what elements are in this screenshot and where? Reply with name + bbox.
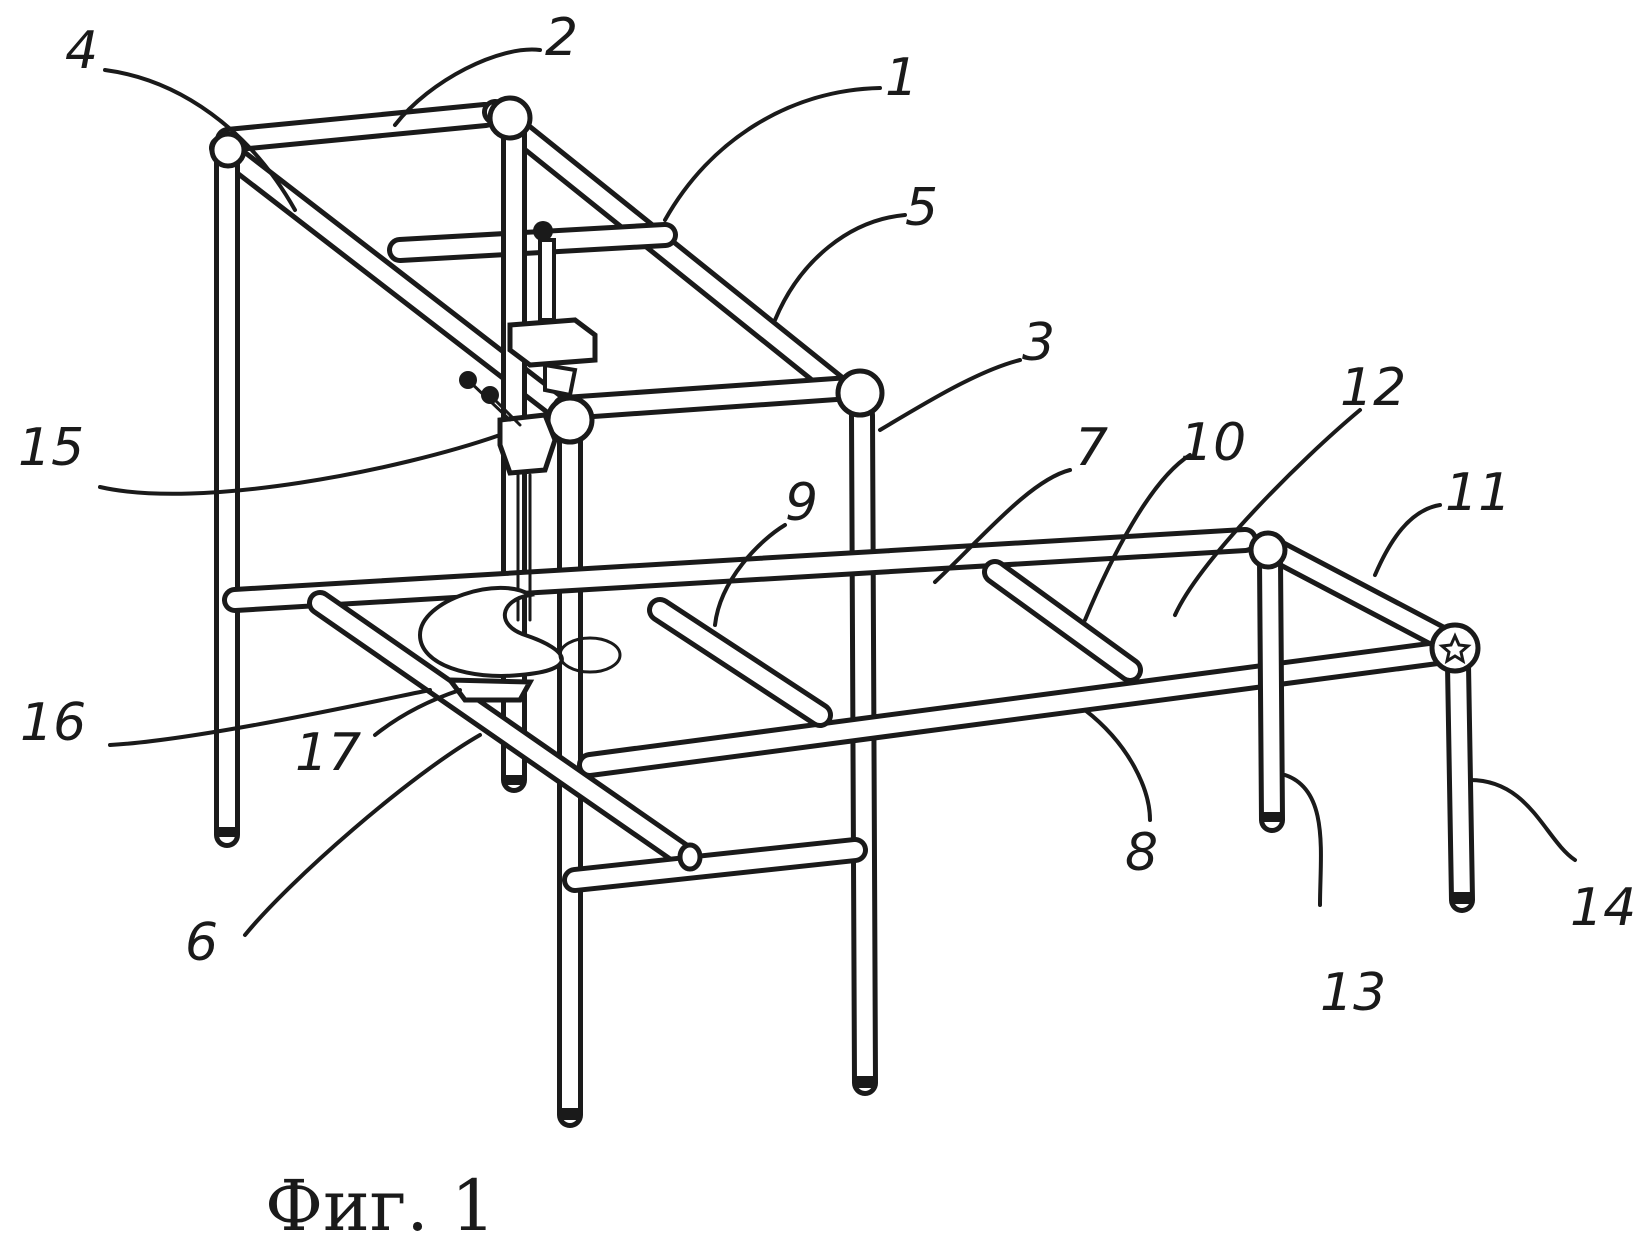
leg-14	[1458, 665, 1462, 900]
joint-top-back-right	[490, 98, 530, 138]
feet	[215, 775, 1474, 1120]
figure-caption: Фиг. 1	[265, 1165, 495, 1241]
label-12: 12	[1340, 358, 1406, 418]
frame-tubes	[222, 112, 1462, 1115]
label-16: 16	[20, 693, 86, 753]
tube-side-11	[1265, 545, 1455, 645]
label-10: 10	[1180, 413, 1246, 473]
label-17: 17	[295, 723, 361, 783]
label-14: 14	[1570, 878, 1636, 938]
arm-joint	[545, 365, 575, 395]
label-7: 7	[1075, 418, 1108, 478]
tube-cross-inner	[400, 235, 665, 250]
tube-lower-front-cross	[575, 850, 855, 880]
bowl-16	[420, 588, 562, 676]
leg-front-right-3	[862, 415, 865, 1083]
tube-top-back	[228, 115, 485, 140]
head-15	[500, 415, 555, 473]
joints	[212, 98, 1478, 869]
label-2: 2	[545, 8, 578, 68]
joint-cross-end	[680, 845, 700, 869]
joint-front-right	[838, 371, 882, 415]
column-rod	[540, 240, 554, 320]
label-1: 1	[885, 48, 918, 108]
tube-rung-9	[660, 610, 820, 715]
label-6: 6	[185, 913, 218, 973]
label-13: 13	[1320, 963, 1386, 1023]
tube-lower-front-8	[590, 650, 1460, 765]
carriage-block	[510, 320, 595, 365]
label-11: 11	[1445, 463, 1511, 523]
label-8: 8	[1125, 823, 1158, 883]
tube-top-front	[565, 388, 850, 408]
joint-right-front	[1432, 625, 1478, 671]
label-3: 3	[1022, 313, 1055, 373]
leader-lines	[100, 50, 1575, 935]
label-15: 15	[18, 418, 84, 478]
label-4: 4	[65, 21, 98, 81]
tube-rung-10	[995, 572, 1130, 670]
joint-right-back	[1251, 533, 1285, 567]
label-9: 9	[785, 473, 818, 533]
label-5: 5	[905, 178, 938, 238]
leg-13	[1270, 560, 1272, 820]
